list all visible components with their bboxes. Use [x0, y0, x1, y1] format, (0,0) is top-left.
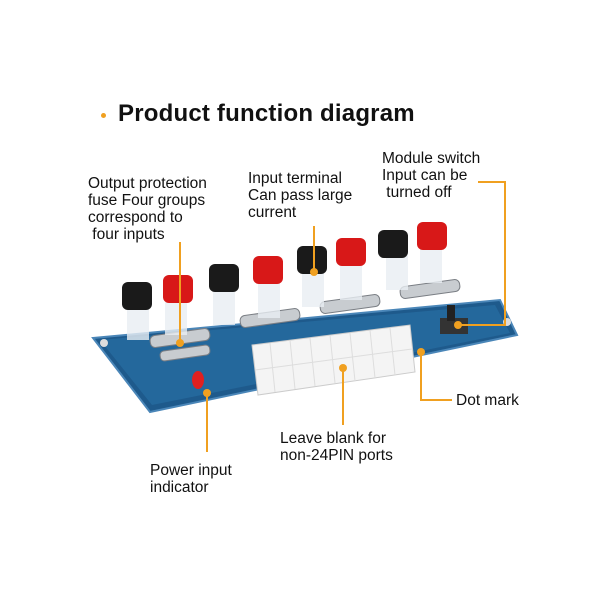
title-bullet-icon — [101, 113, 106, 118]
module-switch — [440, 318, 468, 334]
label-dot-mark: Dot mark — [456, 392, 519, 409]
terminal-black — [378, 230, 408, 290]
leader-dots — [176, 268, 462, 397]
leader-lines — [179, 181, 506, 452]
atx-24pin-connector — [251, 324, 416, 396]
terminal-red — [417, 222, 447, 283]
terminal-red — [336, 238, 366, 300]
terminal-red — [253, 256, 283, 318]
terminal-black — [122, 282, 152, 340]
input-terminals — [122, 222, 447, 340]
terminal-red — [163, 275, 193, 335]
page-title: Product function diagram — [118, 100, 415, 127]
terminal-black — [209, 264, 239, 325]
terminal-black — [297, 246, 327, 307]
power-led — [192, 371, 204, 389]
